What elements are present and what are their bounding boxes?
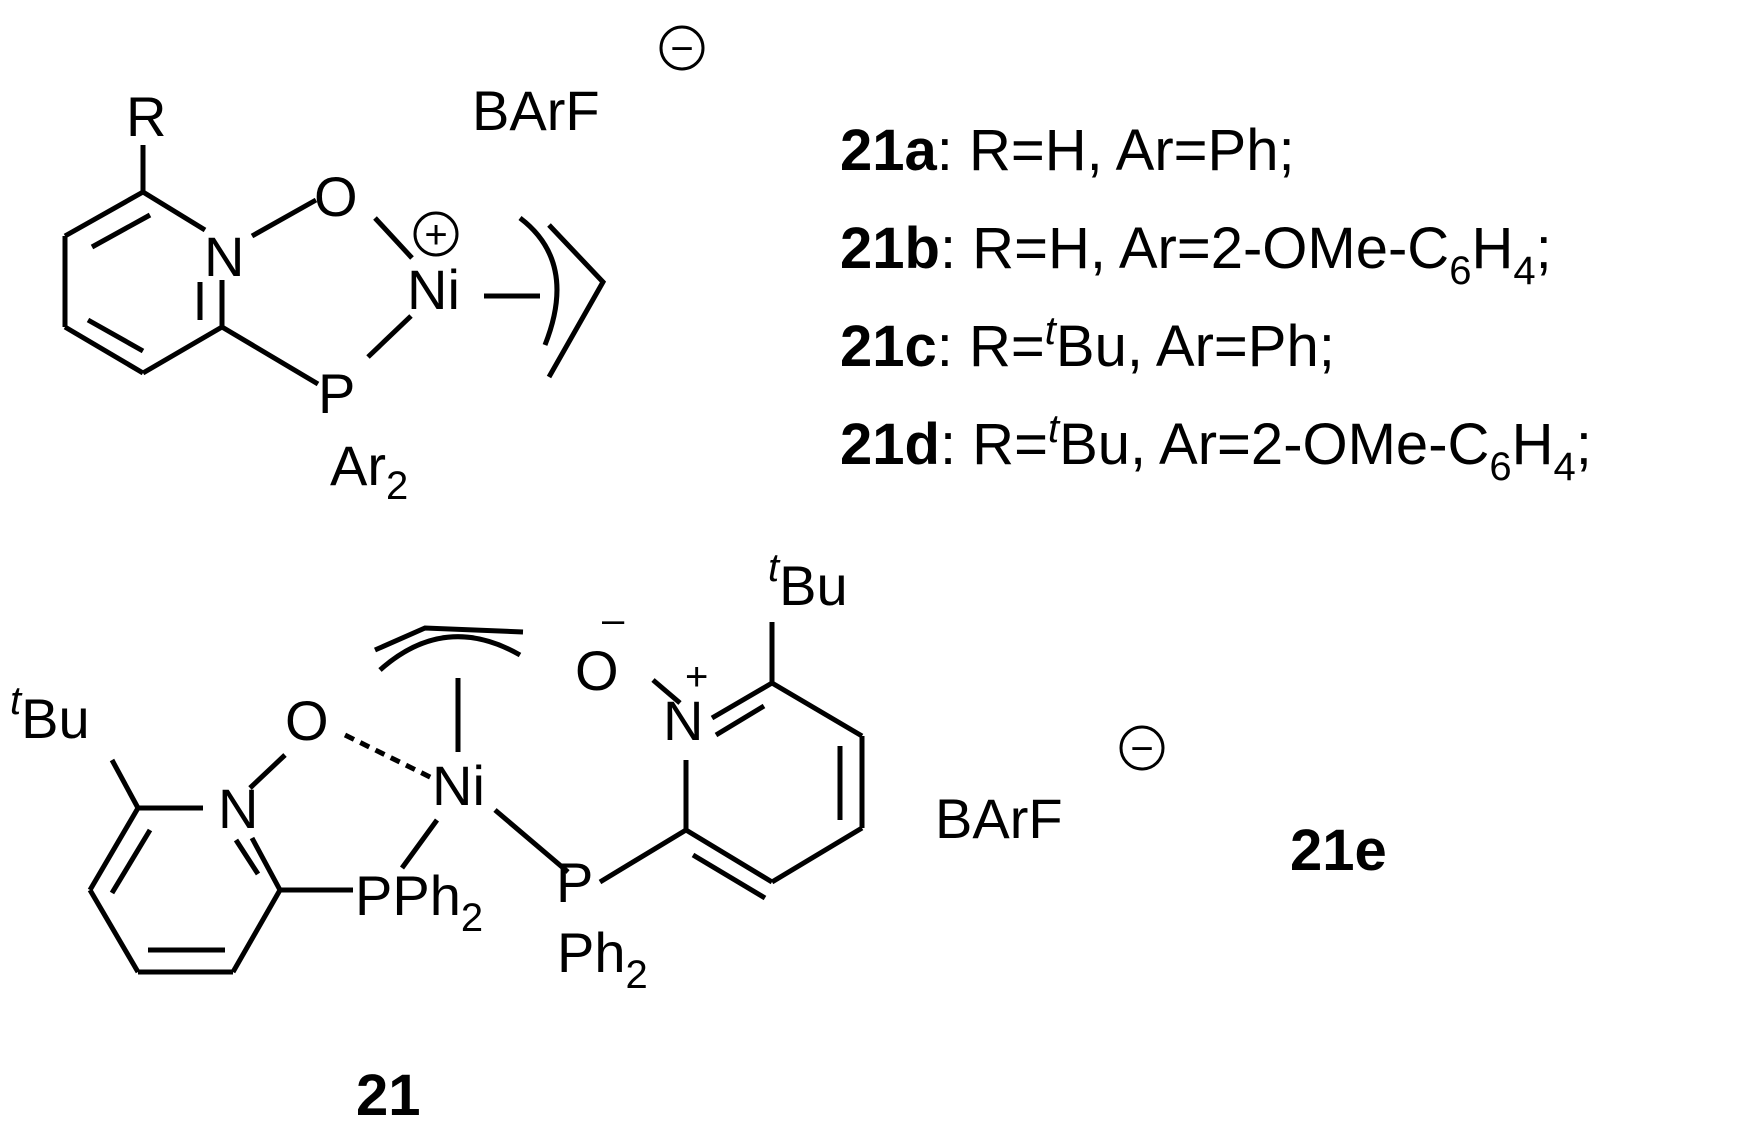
r-group-label: R (126, 85, 166, 148)
pph2-left-base: PPh (355, 864, 461, 927)
right-phosphorus-atom: P (556, 851, 593, 914)
barf-counterion-top: BArF (472, 79, 600, 142)
right-n-atom: N (663, 689, 703, 752)
pph2-left-label: PPh2 (355, 864, 483, 940)
anion-charge-symbol-top: − (670, 27, 693, 71)
ar2-subscript: 2 (386, 464, 408, 508)
ph2-right-base: Ph (557, 921, 626, 984)
variant-21c-id: 21c (840, 314, 937, 379)
left-n-atom: N (218, 777, 258, 840)
ar2-base: Ar (330, 434, 386, 497)
anion-charge-icon-bottom: − (1119, 725, 1165, 771)
nickel-atom: Ni (407, 258, 460, 321)
variant-21d: 21d: R=tBu, Ar=2-OMe-C6H4; (840, 407, 1592, 489)
bottom-complex: tBu O N Ni PPh2 P Ph2 O – N + tBu BArF −… (10, 546, 1387, 997)
tbu-right-base: Bu (779, 554, 848, 617)
ar2-label: Ar2 (330, 434, 408, 508)
tbu-left-sup: t (10, 679, 23, 723)
left-pyridine-ring (87, 625, 570, 975)
center-nickel-atom: Ni (432, 754, 485, 817)
pph2-left-sub: 2 (461, 896, 483, 940)
right-oxygen-atom: O (575, 639, 619, 702)
top-complex: R N O Ni P Ar2 + BArF − (62, 25, 705, 508)
barf-counterion-bottom: BArF (935, 787, 1063, 850)
variant-21d-id: 21d (840, 412, 940, 477)
anion-charge-symbol-bottom: − (1130, 727, 1153, 771)
top-pyridine-ring (62, 145, 607, 387)
tbu-left-label: tBu (10, 679, 90, 750)
variant-21b-id: 21b (840, 216, 940, 281)
tbu-left-base: Bu (21, 687, 90, 750)
nitrogen-positive-charge: + (685, 655, 708, 699)
left-oxygen-atom: O (285, 689, 329, 752)
variant-21b: 21b: R=H, Ar=2-OMe-C6H4; (840, 216, 1552, 293)
compound-label-21e: 21e (1290, 818, 1387, 883)
phosphorus-atom: P (318, 362, 355, 425)
pyridine-n-atom: N (204, 225, 244, 288)
tbu-right-label: tBu (768, 546, 848, 617)
tbu-right-sup: t (768, 546, 781, 590)
ph2-right-label: Ph2 (557, 921, 648, 997)
right-pyridine-ring (598, 622, 865, 901)
scheme-label-21: 21 (356, 1063, 421, 1128)
variant-21a: 21a: R=H, Ar=Ph; (840, 118, 1295, 183)
oxygen-atom: O (314, 165, 358, 228)
cation-charge-symbol: + (424, 213, 447, 257)
anion-charge-icon-top: − (659, 25, 705, 71)
ph2-right-sub: 2 (626, 953, 648, 997)
variant-21a-id: 21a (840, 118, 938, 183)
variant-list: 21a: R=H, Ar=Ph; 21b: R=H, Ar=2-OMe-C6H4… (840, 118, 1592, 489)
cation-charge-icon: + (413, 211, 459, 257)
variant-21c: 21c: R=tBu, Ar=Ph; (840, 309, 1335, 379)
oxygen-negative-charge: – (602, 598, 625, 642)
